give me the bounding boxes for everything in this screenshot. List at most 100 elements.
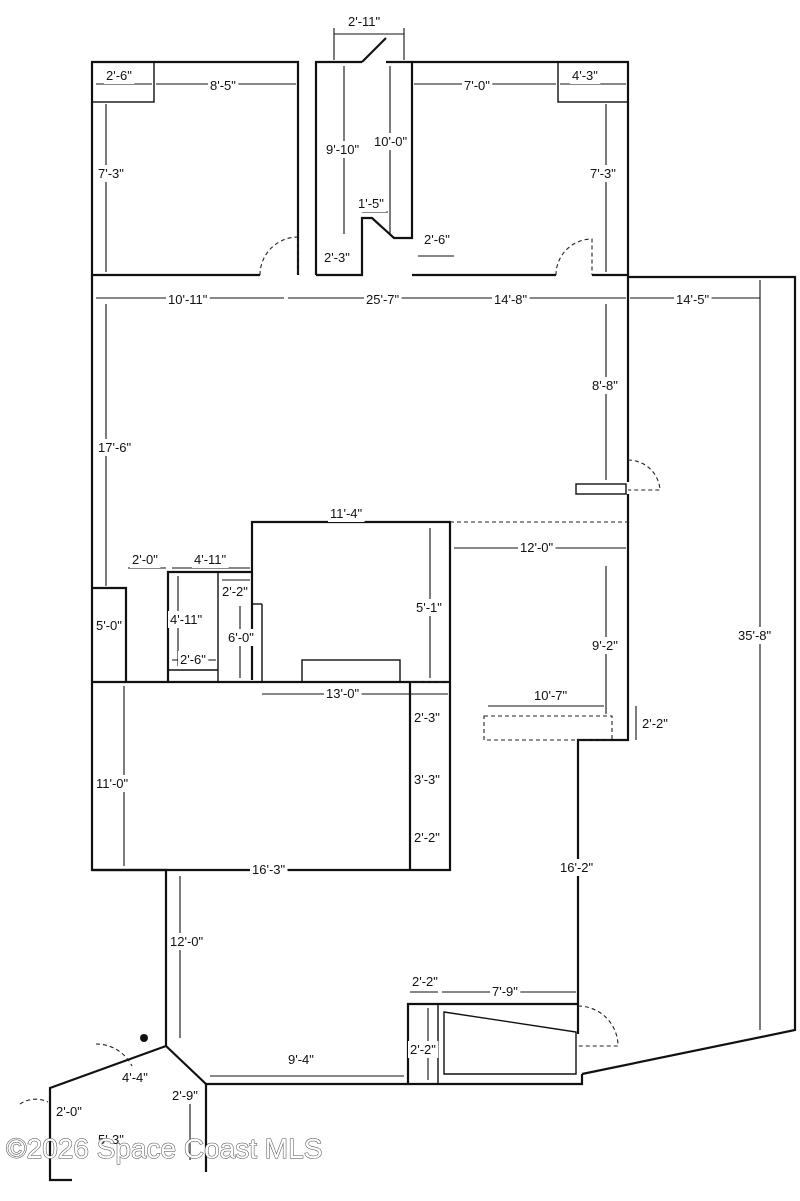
dim-label: 14'-8"	[494, 292, 528, 307]
label-backing	[96, 439, 134, 456]
label-backing	[640, 715, 671, 732]
dim-label: 4'-11"	[170, 612, 203, 627]
label-backing	[590, 637, 621, 654]
dim-label: 11'-0"	[96, 776, 129, 791]
dim-label: 7'-9"	[492, 984, 518, 999]
label-backing	[324, 685, 362, 702]
dim-label: 2'-3"	[324, 250, 350, 265]
dim-label: 2'-6"	[180, 652, 206, 667]
dim-label: 2'-2"	[410, 1042, 436, 1057]
wall-entry	[48, 1044, 167, 1182]
dimension-lines	[96, 28, 761, 1160]
door-swing-icon	[95, 1043, 133, 1067]
post-icon	[140, 1034, 148, 1042]
door-swings	[19, 236, 661, 1105]
label-backing	[322, 249, 353, 266]
label-backing	[120, 1069, 151, 1086]
dim-label: 2'-9"	[172, 1088, 198, 1103]
door-swing-icon	[627, 459, 661, 491]
dim-label: 2'-2"	[412, 974, 438, 989]
label-backing	[490, 983, 521, 1000]
dim-label: 14'-5"	[676, 292, 710, 307]
shelf	[575, 483, 627, 495]
label-backing	[414, 599, 445, 616]
closet-4-3	[557, 61, 629, 103]
label-backing	[356, 195, 387, 212]
dim-label: 2'-11"	[348, 14, 381, 29]
dim-label: 2'-0"	[56, 1104, 82, 1119]
dim-label: 16'-3"	[252, 862, 286, 877]
label-backing	[94, 775, 131, 792]
label-backing	[412, 709, 443, 726]
dim-label: 11'-4"	[330, 506, 363, 521]
label-backing	[558, 859, 596, 876]
label-backing	[166, 291, 210, 308]
label-backing	[168, 933, 206, 950]
wall-hall-door-leaf	[361, 37, 387, 63]
label-backing	[570, 67, 601, 84]
label-backing	[412, 771, 443, 788]
label-backing	[286, 1051, 317, 1068]
label-backing	[250, 861, 288, 878]
dim-label: 25'-7"	[366, 292, 400, 307]
dim-label: 13'-0"	[326, 686, 360, 701]
dim-label: 9'-2"	[592, 638, 618, 653]
label-backing	[588, 165, 619, 182]
label-backing	[410, 973, 441, 990]
wall-hall-closet-right	[316, 60, 414, 277]
dim-label: 3'-3"	[414, 772, 440, 787]
dim-label: 7'-3"	[590, 166, 616, 181]
dim-label: 7'-0"	[464, 78, 490, 93]
label-backing	[54, 1103, 85, 1120]
dim-label: 4'-11"	[194, 552, 227, 567]
dim-label: 4'-4"	[122, 1070, 148, 1085]
dim-label: 5'-1"	[416, 600, 442, 615]
dim-label: 2'-3"	[414, 710, 440, 725]
label-backing	[492, 291, 530, 308]
label-backing	[372, 133, 410, 150]
dim-label: 10'-0"	[374, 134, 408, 149]
dim-label: 2'-2"	[642, 716, 668, 731]
dim-label: 9'-10"	[326, 142, 360, 157]
label-backing	[324, 141, 362, 158]
label-backing	[328, 505, 365, 522]
label-backing	[532, 687, 570, 704]
label-backing	[104, 67, 135, 84]
watermark-text: ©2026 Space Coast MLS	[6, 1133, 322, 1164]
dim-label: 7'-3"	[98, 166, 124, 181]
dim-label: 2'-2"	[222, 584, 248, 599]
label-backing	[96, 1131, 127, 1148]
dashed-lines	[410, 521, 628, 741]
dim-label: 10'-7"	[534, 688, 568, 703]
wall-main-right-lower	[576, 494, 630, 1004]
label-backing	[736, 627, 774, 644]
dim-label: 4'-3"	[572, 68, 598, 83]
dim-label: 2'-2"	[414, 830, 440, 845]
wall-kitchen	[92, 520, 452, 872]
wall-closet-5-0	[92, 586, 128, 682]
dim-label: 35'-8"	[738, 628, 772, 643]
label-backing	[412, 829, 443, 846]
dim-label: 12'-0"	[170, 934, 204, 949]
label-backing	[192, 551, 229, 568]
dim-label: 9'-4"	[288, 1052, 314, 1067]
label-backing	[462, 77, 493, 94]
closet-2-6	[91, 61, 155, 103]
door-swing-icon	[259, 236, 299, 276]
dim-label: 8'-5"	[210, 78, 236, 93]
wall-entry-inner	[165, 1045, 207, 1085]
wall-main-left	[90, 275, 168, 1046]
door-swing-icon	[19, 1098, 49, 1105]
dim-label: 16'-2"	[560, 860, 594, 875]
label-backing	[130, 551, 161, 568]
label-backing	[518, 539, 556, 556]
wall-hall-closet	[314, 60, 362, 275]
label-backing	[422, 231, 453, 248]
dim-label: 2'-6"	[106, 68, 132, 83]
dimension-labels: 2'-11" 2'-6" 8'-5" 7'-0" 4'-3" 7'-3" 9'-…	[54, 13, 774, 1148]
label-backing	[364, 291, 402, 308]
wall-closet-4-11	[166, 570, 252, 682]
dim-label: 1'-5"	[358, 196, 384, 211]
label-backing	[178, 651, 209, 668]
label-backing	[168, 611, 205, 628]
